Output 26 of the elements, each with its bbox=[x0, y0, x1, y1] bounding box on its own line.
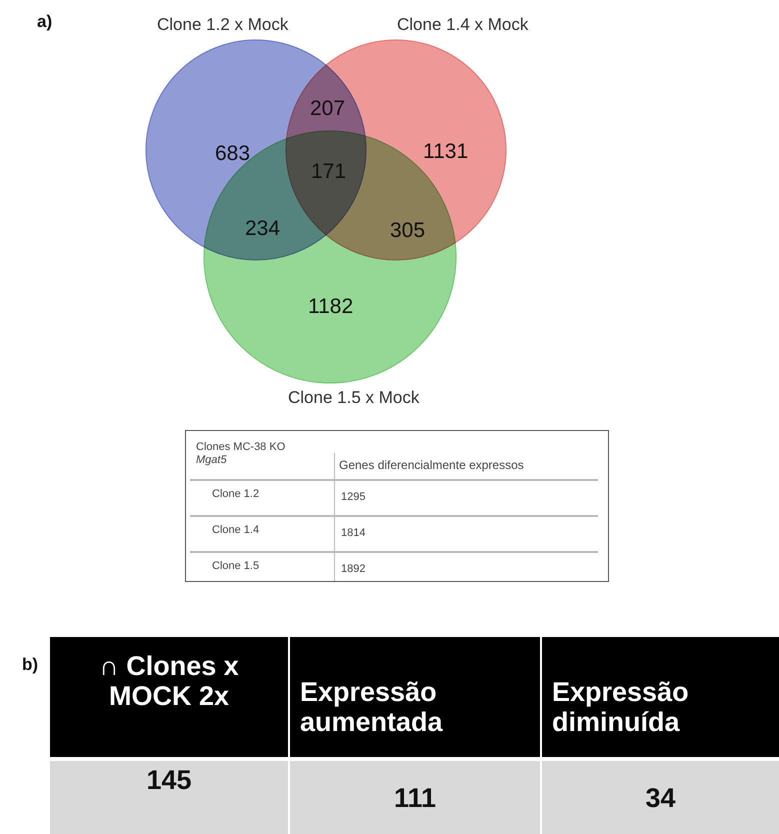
count-label: 1182 bbox=[308, 295, 354, 319]
count-label: 305 bbox=[390, 219, 426, 243]
table-cell: 145 bbox=[50, 761, 288, 834]
table-header: Clones MC-38 KO Mgat5 bbox=[196, 441, 286, 467]
count-label: 207 bbox=[310, 97, 346, 121]
table-cell: 1892 bbox=[341, 563, 366, 575]
table-header: Expressão aumentada bbox=[290, 637, 540, 757]
set-label: Clone 1.5 x Mock bbox=[288, 388, 420, 408]
set-label: Clone 1.4 x Mock bbox=[397, 15, 528, 35]
table-cell: 111 bbox=[290, 761, 540, 834]
count-label: 171 bbox=[311, 160, 346, 184]
table-cell: Clone 1.5 bbox=[212, 560, 260, 572]
panel-label: b) bbox=[22, 655, 38, 675]
table-header: Expressão diminuída bbox=[542, 637, 779, 757]
count-label: 1131 bbox=[423, 140, 468, 164]
count-label: 683 bbox=[215, 142, 250, 166]
table-cell: 1295 bbox=[341, 491, 366, 503]
table-cell: 34 bbox=[542, 761, 779, 834]
count-label: 234 bbox=[245, 217, 280, 241]
table-cell: Clone 1.2 bbox=[212, 488, 260, 500]
set-label: Clone 1.2 x Mock bbox=[157, 15, 288, 35]
panel-label: a) bbox=[37, 12, 52, 32]
table-cell: Clone 1.4 bbox=[212, 524, 260, 536]
table-cell: 1814 bbox=[341, 527, 366, 539]
table-header: ∩ Clones x MOCK 2x bbox=[50, 637, 288, 757]
table-header: Genes diferencialmente expressos bbox=[339, 458, 524, 472]
